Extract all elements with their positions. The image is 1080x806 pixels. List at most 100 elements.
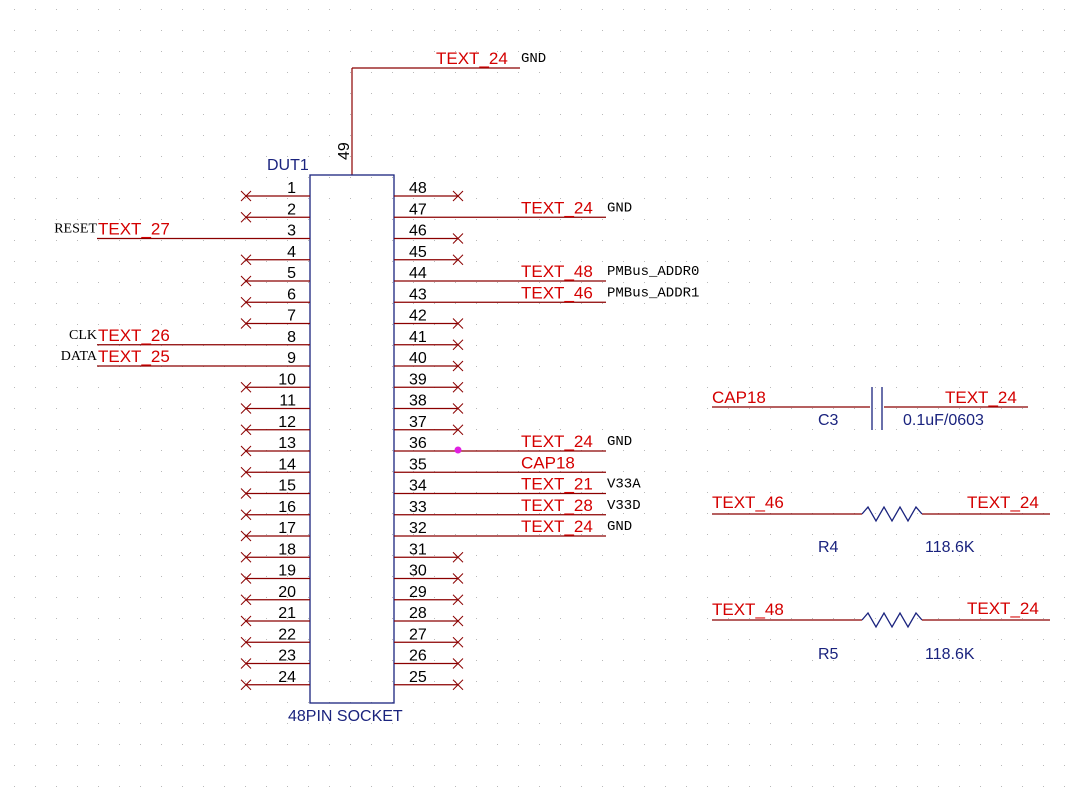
grid-dot	[770, 786, 771, 787]
grid-dot	[1043, 135, 1044, 136]
grid-dot	[791, 786, 792, 787]
grid-dot	[644, 618, 645, 619]
grid-dot	[833, 387, 834, 388]
grid-dot	[938, 177, 939, 178]
pin-3-number: 3	[287, 223, 296, 240]
grid-dot	[329, 597, 330, 598]
grid-dot	[1064, 660, 1065, 661]
grid-dot	[161, 282, 162, 283]
grid-dot	[1043, 240, 1044, 241]
grid-dot	[686, 471, 687, 472]
grid-dot	[224, 324, 225, 325]
grid-dot	[854, 702, 855, 703]
grid-dot	[1064, 744, 1065, 745]
grid-dot	[749, 450, 750, 451]
grid-dot	[581, 702, 582, 703]
grid-dot	[875, 219, 876, 220]
grid-dot	[602, 702, 603, 703]
grid-dot	[1043, 618, 1044, 619]
grid-dot	[455, 765, 456, 766]
grid-dot	[728, 30, 729, 31]
grid-dot	[392, 198, 393, 199]
grid-dot	[833, 324, 834, 325]
grid-dot	[623, 513, 624, 514]
grid-dot	[119, 114, 120, 115]
grid-dot	[980, 555, 981, 556]
left-no-connect-marker	[240, 509, 252, 521]
grid-dot	[749, 576, 750, 577]
grid-dot	[938, 534, 939, 535]
right-no-connect-marker	[452, 424, 464, 436]
grid-dot	[581, 660, 582, 661]
grid-dot	[161, 324, 162, 325]
grid-dot	[161, 765, 162, 766]
grid-dot	[581, 765, 582, 766]
grid-dot	[476, 723, 477, 724]
grid-dot	[35, 597, 36, 598]
grid-dot	[665, 72, 666, 73]
grid-dot	[497, 282, 498, 283]
grid-dot	[497, 219, 498, 220]
pin-9-number: 9	[287, 350, 296, 367]
grid-dot	[770, 219, 771, 220]
grid-dot	[623, 198, 624, 199]
grid-dot	[623, 366, 624, 367]
grid-dot	[875, 576, 876, 577]
grid-dot	[182, 471, 183, 472]
grid-dot	[875, 177, 876, 178]
grid-dot	[938, 765, 939, 766]
grid-dot	[203, 387, 204, 388]
grid-dot	[938, 723, 939, 724]
grid-dot	[266, 471, 267, 472]
grid-dot	[770, 639, 771, 640]
grid-dot	[1064, 282, 1065, 283]
grid-dot	[98, 72, 99, 73]
grid-dot	[686, 660, 687, 661]
grid-dot	[959, 702, 960, 703]
grid-dot	[686, 639, 687, 640]
grid-dot	[245, 555, 246, 556]
grid-dot	[413, 135, 414, 136]
grid-dot	[140, 723, 141, 724]
grid-dot	[98, 303, 99, 304]
grid-dot	[329, 219, 330, 220]
grid-dot	[371, 618, 372, 619]
grid-dot	[392, 576, 393, 577]
grid-dot	[602, 240, 603, 241]
grid-dot	[497, 135, 498, 136]
grid-dot	[623, 135, 624, 136]
top-net-name: TEXT_24	[436, 49, 508, 68]
grid-dot	[749, 177, 750, 178]
grid-dot	[644, 345, 645, 346]
grid-dot	[77, 765, 78, 766]
grid-dot	[266, 786, 267, 787]
grid-dot	[413, 555, 414, 556]
pin-8-number: 8	[287, 329, 296, 346]
grid-dot	[854, 387, 855, 388]
grid-dot	[791, 9, 792, 10]
grid-dot	[245, 303, 246, 304]
grid-dot	[1064, 492, 1065, 493]
grid-dot	[644, 429, 645, 430]
grid-dot	[728, 345, 729, 346]
grid-dot	[833, 219, 834, 220]
grid-dot	[665, 324, 666, 325]
grid-dot	[917, 345, 918, 346]
grid-dot	[182, 303, 183, 304]
grid-dot	[581, 618, 582, 619]
grid-dot	[917, 744, 918, 745]
grid-dot	[812, 744, 813, 745]
grid-dot	[770, 135, 771, 136]
grid-dot	[749, 660, 750, 661]
grid-dot	[224, 93, 225, 94]
grid-dot	[854, 660, 855, 661]
grid-dot	[644, 702, 645, 703]
r4-net-right: TEXT_24	[967, 493, 1039, 512]
grid-dot	[749, 51, 750, 52]
grid-dot	[1043, 282, 1044, 283]
grid-dot	[875, 93, 876, 94]
grid-dot	[329, 555, 330, 556]
grid-dot	[119, 618, 120, 619]
grid-dot	[770, 408, 771, 409]
